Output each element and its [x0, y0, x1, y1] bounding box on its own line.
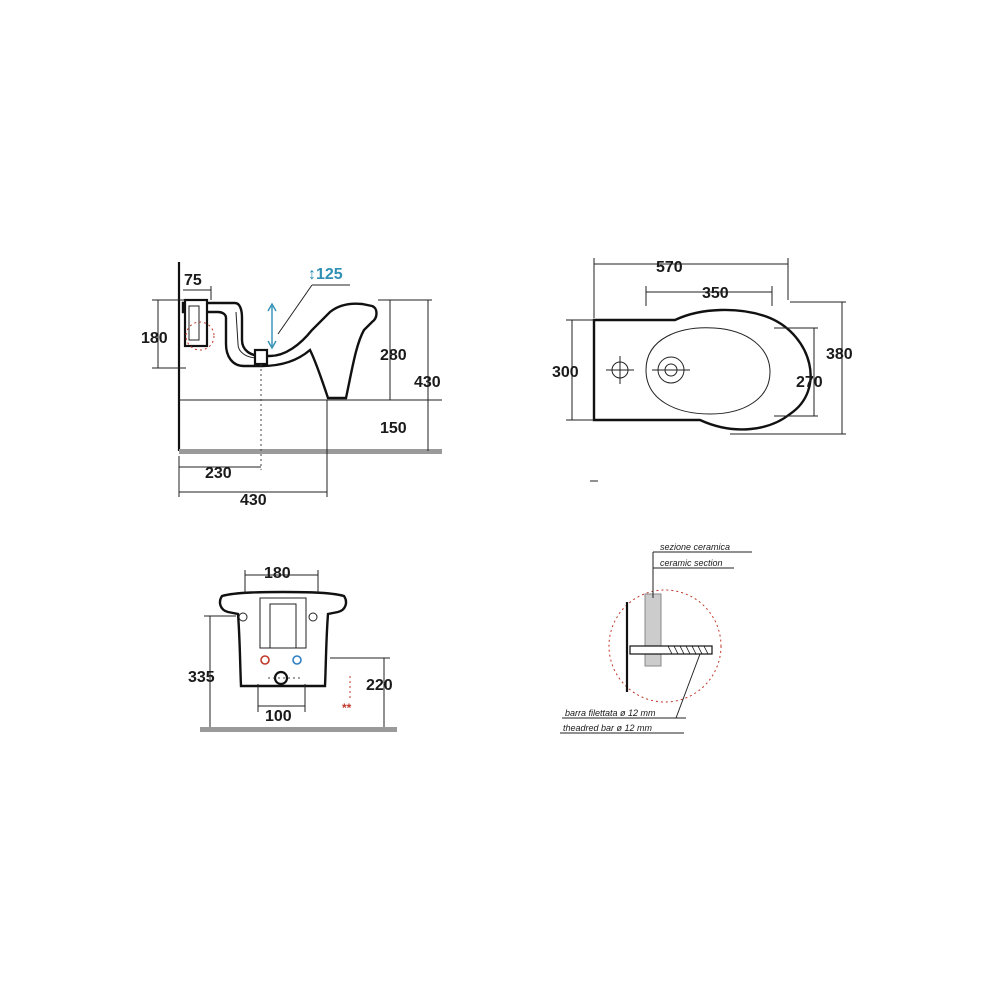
bar-label-it: barra filettata ø 12 mm: [565, 708, 656, 718]
hot-water-inlet-icon: [260, 655, 270, 665]
ceramic-label-en: ceramic section: [660, 558, 723, 568]
bidet-side-profile: [181, 301, 378, 400]
dim-180-label: 180: [141, 330, 168, 347]
dim-380-label: 380: [826, 346, 853, 363]
dim-100-label: 100: [265, 708, 292, 725]
dim-230-label: 230: [205, 465, 232, 482]
bar-leader: [675, 653, 701, 719]
detail-circle: [608, 589, 722, 703]
wall-bracket-inner: [188, 305, 200, 341]
waste-outlet: [253, 348, 269, 366]
front-floor: [200, 727, 397, 732]
threaded-bar: [629, 645, 713, 655]
ceramic-section: [644, 593, 662, 667]
detail-view: sezione ceramica ceramic section barra f…: [560, 542, 752, 734]
bar-label-en: theadred bar ø 12 mm: [563, 723, 653, 733]
bidet-front-outline: [218, 590, 348, 688]
front-dim-180-label: 180: [264, 565, 291, 582]
dim-335-label: 335: [188, 669, 215, 686]
dim-125-arrows: [267, 302, 277, 350]
dim-125-label: ↕125: [308, 266, 343, 283]
side-view: 75 180 ↕125 280 430 150 230 430: [141, 262, 442, 509]
dim-280-label: 280: [380, 347, 407, 364]
supply-marker-label: **: [342, 701, 352, 715]
dim-125-leader: [277, 284, 313, 335]
fixing-hole-right: [308, 612, 318, 622]
front-view: 180 335 220 ** 100: [188, 565, 397, 732]
dim-125-value: 125: [316, 266, 343, 283]
dim-300-label: 300: [552, 364, 579, 381]
floor: [179, 449, 442, 454]
dim-150-label: 150: [380, 420, 407, 437]
waste-outlet-front: [273, 670, 289, 686]
cold-water-inlet-icon: [292, 655, 302, 665]
ceramic-label-it: sezione ceramica: [660, 542, 730, 552]
bowl-inner-outline: [645, 327, 771, 415]
top-view: 570 350 300 380 270: [552, 258, 853, 482]
thread-hatching: [667, 645, 709, 655]
dim-430-height-label: 430: [414, 374, 441, 391]
fixing-detail-circle: [185, 321, 215, 351]
dim-570-label: 570: [656, 259, 683, 276]
front-mount-plate-inner: [269, 603, 297, 649]
fixing-hole-left: [238, 612, 248, 622]
dim-430-depth-label: 430: [240, 492, 267, 509]
dim-75-label: 75: [184, 272, 202, 289]
bidet-top-outline: [592, 308, 812, 431]
dim-270-label: 270: [796, 374, 823, 391]
dim-220-label: 220: [366, 677, 393, 694]
dim-350-label: 350: [702, 285, 729, 302]
